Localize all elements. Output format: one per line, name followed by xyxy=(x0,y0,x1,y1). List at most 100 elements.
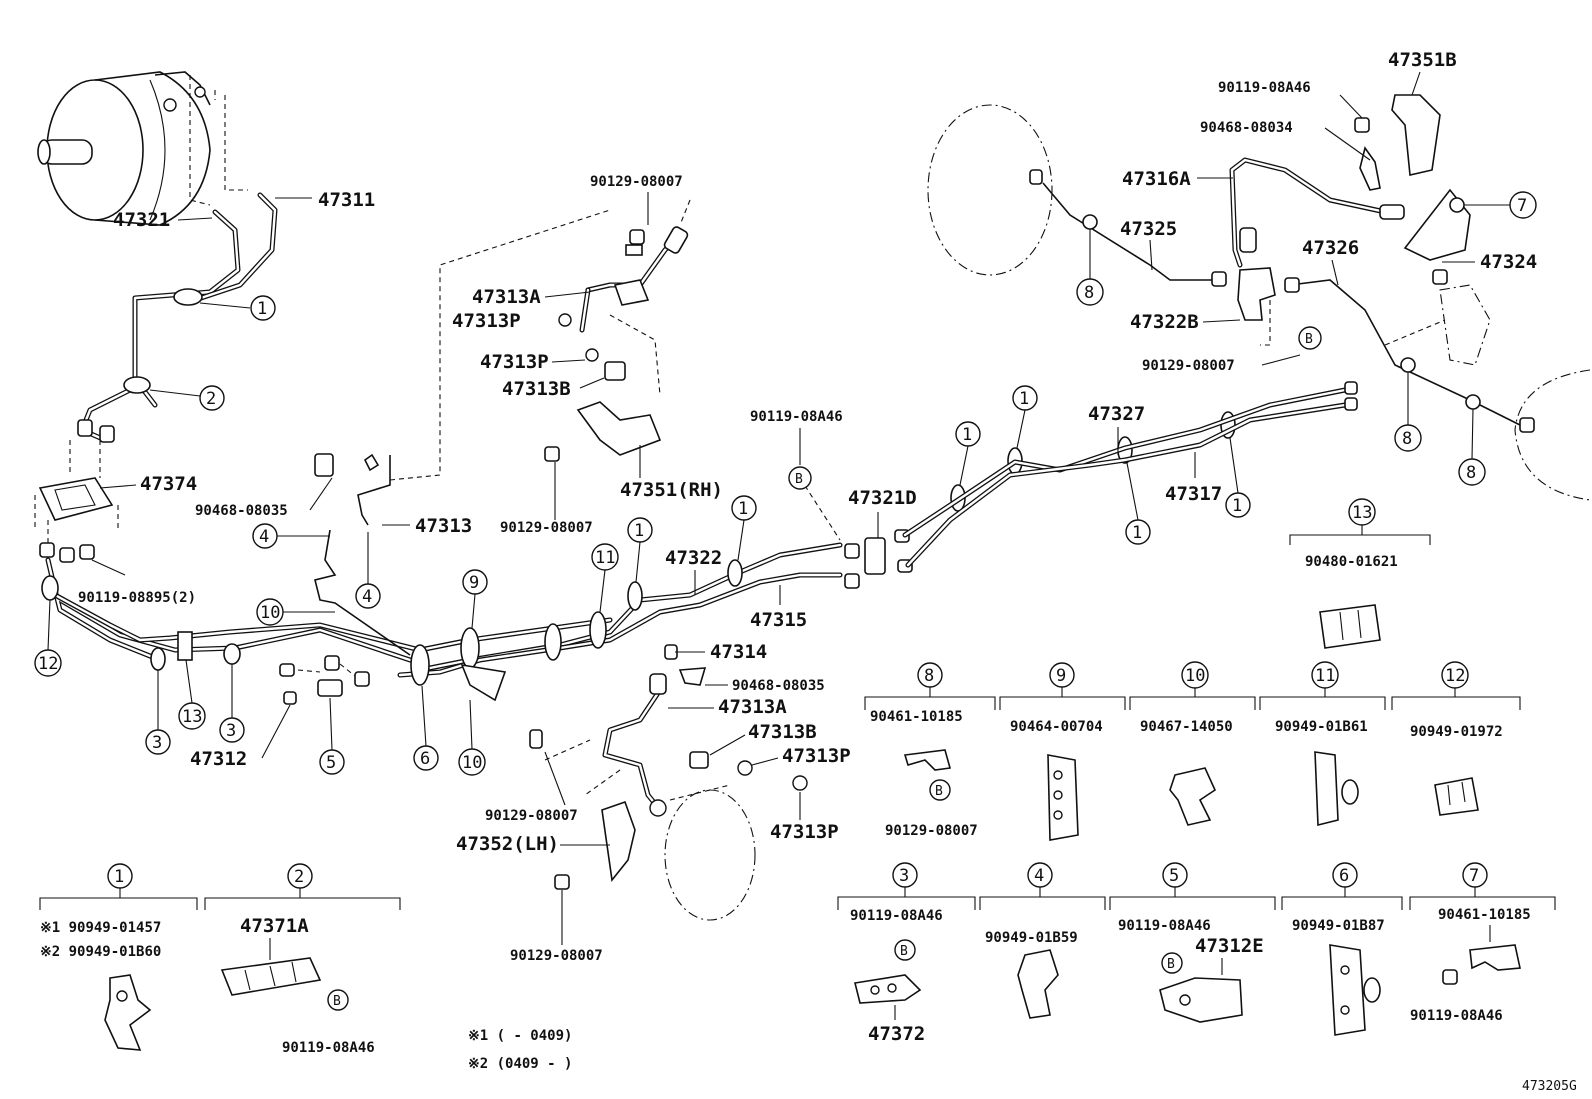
svg-text:90949-01B61: 90949-01B61 xyxy=(1275,719,1368,735)
svg-text:B: B xyxy=(935,784,943,799)
callout-90468-08035-a: 90468-08035 xyxy=(195,503,288,519)
callout-47352LH: 47352(LH) xyxy=(456,833,559,855)
svg-text:90119-08A46: 90119-08A46 xyxy=(850,908,943,924)
callout-47322B: 47322B xyxy=(1130,311,1199,333)
legend-item-4: 4 90949-01B59 xyxy=(979,862,1106,1019)
svg-text:8: 8 xyxy=(1402,429,1412,449)
svg-text:11: 11 xyxy=(595,548,615,568)
svg-text:47371A: 47371A xyxy=(240,915,309,937)
svg-text:※2 90949-01B60: ※2 90949-01B60 xyxy=(40,944,161,960)
svg-text:90119-08A46: 90119-08A46 xyxy=(1118,918,1211,934)
callout-90129-08007-tr: 90129-08007 xyxy=(1142,358,1235,374)
callout-47314: 47314 xyxy=(710,641,767,663)
svg-text:90119-08A46: 90119-08A46 xyxy=(1410,1008,1503,1024)
legend-item-9: 9 90464-00704 xyxy=(999,662,1126,841)
callout-47313B-top: 47313B xyxy=(502,378,571,400)
circled-refs: 1 2 4 4 10 12 3 13 3 5 6 10 9 xyxy=(34,191,1537,776)
svg-text:90461-10185: 90461-10185 xyxy=(1438,907,1531,923)
svg-text:B: B xyxy=(1167,957,1175,972)
svg-text:90949-01B87: 90949-01B87 xyxy=(1292,918,1385,934)
svg-text:4: 4 xyxy=(1034,866,1044,886)
rear-brake-lines xyxy=(902,381,1358,568)
callout-47327: 47327 xyxy=(1088,403,1145,425)
svg-text:1: 1 xyxy=(738,499,748,519)
front-right-hose-area xyxy=(544,226,689,462)
svg-text:90480-01621: 90480-01621 xyxy=(1305,554,1398,570)
svg-text:2: 2 xyxy=(206,389,216,409)
svg-text:B: B xyxy=(795,472,803,487)
joint-47312-area xyxy=(279,655,370,705)
callout-47316A: 47316A xyxy=(1122,168,1191,190)
svg-text:3: 3 xyxy=(152,733,162,753)
svg-text:9: 9 xyxy=(469,573,479,593)
callout-90129-08007-top: 90129-08007 xyxy=(590,174,683,190)
svg-text:7: 7 xyxy=(1469,866,1479,886)
master-cylinder-booster xyxy=(37,71,211,226)
mount-47374 xyxy=(34,440,119,545)
callout-90119-08A46-tr: 90119-08A46 xyxy=(1218,80,1311,96)
callout-47322: 47322 xyxy=(665,547,722,569)
svg-text:B: B xyxy=(333,994,341,1009)
callout-47325: 47325 xyxy=(1120,218,1177,240)
svg-text:11: 11 xyxy=(1315,666,1335,686)
svg-text:90949-01972: 90949-01972 xyxy=(1410,724,1503,740)
svg-text:12: 12 xyxy=(38,654,58,674)
callout-47326: 47326 xyxy=(1302,237,1359,259)
legend-item-10: 10 90467-14050 xyxy=(1129,661,1256,826)
svg-text:1: 1 xyxy=(1132,523,1142,543)
svg-text:9: 9 xyxy=(1056,666,1066,686)
legend-item-13: 13 90480-01621 xyxy=(1289,498,1431,649)
svg-text:B: B xyxy=(900,944,908,959)
legend-item-3: 3 90119-08A46 B 47372 xyxy=(837,862,976,1045)
callout-47313P-bot1: 47313P xyxy=(782,745,851,767)
callout-90129-08007-mid: 90129-08007 xyxy=(500,520,593,536)
svg-text:90467-14050: 90467-14050 xyxy=(1140,719,1233,735)
svg-text:47372: 47372 xyxy=(868,1023,925,1045)
svg-text:12: 12 xyxy=(1445,666,1465,686)
svg-text:※1 90949-01457: ※1 90949-01457 xyxy=(40,920,161,936)
legend-item-8: 8 90461-10185 B 90129-08007 xyxy=(864,662,996,839)
svg-text:10: 10 xyxy=(1185,666,1205,686)
callout-47313P-top2: 47313P xyxy=(480,351,549,373)
legend-item-1: 1 ※1 90949-01457 ※2 90949-01B60 xyxy=(39,863,198,1051)
legend-item-5: 5 90119-08A46 B 47312E xyxy=(1109,862,1276,1023)
svg-text:47312E: 47312E xyxy=(1195,935,1264,957)
callout-47324: 47324 xyxy=(1480,251,1537,273)
figure-id: 473205G xyxy=(1522,1079,1577,1094)
svg-text:5: 5 xyxy=(1169,866,1179,886)
legend-item-7: 7 90461-10185 90119-08A46 xyxy=(1409,862,1556,1024)
callout-47311: 47311 xyxy=(318,189,375,211)
callout-90129-08007-b2: 90129-08007 xyxy=(510,948,603,964)
svg-text:1: 1 xyxy=(962,425,972,445)
callout-47313: 47313 xyxy=(415,515,472,537)
svg-text:2: 2 xyxy=(294,867,304,887)
svg-text:1: 1 xyxy=(114,867,124,887)
union-fittings-left xyxy=(39,419,115,563)
svg-text:6: 6 xyxy=(420,749,430,769)
svg-text:1: 1 xyxy=(634,521,644,541)
callout-47313B-bot: 47313B xyxy=(748,721,817,743)
wheel-outlines xyxy=(664,104,1591,921)
svg-text:13: 13 xyxy=(1352,503,1372,523)
svg-text:5: 5 xyxy=(326,753,336,773)
svg-text:1: 1 xyxy=(257,299,267,319)
line-47313 xyxy=(314,199,691,656)
svg-text:4: 4 xyxy=(362,587,372,607)
svg-text:1: 1 xyxy=(1232,496,1242,516)
legend-item-6: 6 90949-01B87 xyxy=(1281,862,1403,1036)
callout-90119-08A46-mid: 90119-08A46 xyxy=(750,409,843,425)
callout-47321: 47321 xyxy=(113,209,170,231)
callout-47374: 47374 xyxy=(140,473,197,495)
front-left-hose-area xyxy=(529,644,808,890)
svg-text:90129-08007: 90129-08007 xyxy=(885,823,978,839)
svg-text:1: 1 xyxy=(1019,389,1029,409)
part-callouts: 47311 47321 47374 90119-08895(2) 90129-0… xyxy=(78,49,1537,964)
svg-text:4: 4 xyxy=(259,527,269,547)
note-1: ※1 ( - 0409) xyxy=(468,1028,572,1044)
legend: 1 ※1 90949-01457 ※2 90949-01B60 2 47371A… xyxy=(39,498,1556,1072)
svg-text:10: 10 xyxy=(462,753,482,773)
callout-47315: 47315 xyxy=(750,609,807,631)
left-brake-lines xyxy=(45,192,843,678)
svg-text:3: 3 xyxy=(899,866,909,886)
